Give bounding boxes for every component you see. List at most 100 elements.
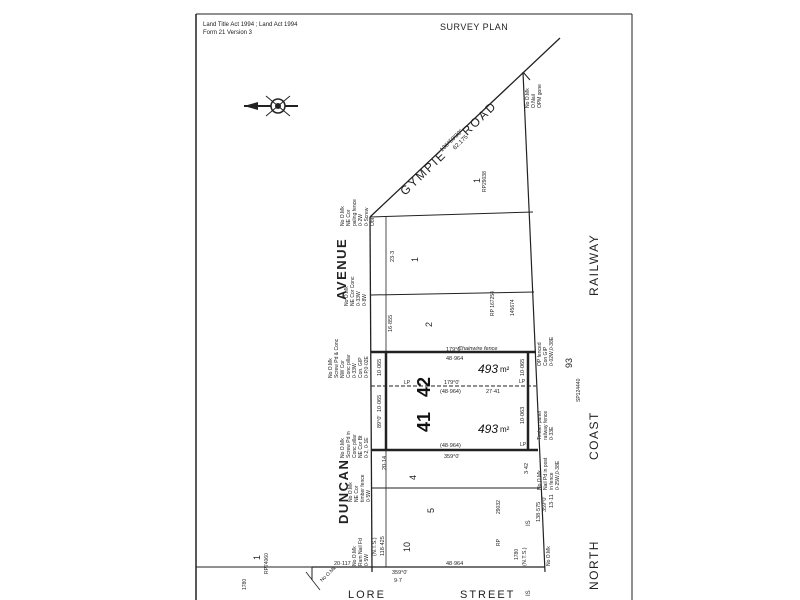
is-label-upper: IS (526, 520, 532, 526)
svg-text:Nail Pd in post: Nail Pd in post (543, 457, 549, 490)
dist-10065-b: 10·065 (377, 395, 383, 412)
railway-boundary (522, 71, 546, 573)
avenue-label: AVENUE (334, 238, 349, 300)
lot-1-left-number: 1 (252, 555, 262, 560)
north-arrow-icon (244, 95, 298, 117)
svg-text:0·33W: 0·33W (352, 363, 358, 378)
lot-93-number: 93 (564, 358, 574, 368)
svg-text:0·2W: 0·2W (358, 214, 364, 226)
dist-97: 9·7 (394, 578, 402, 584)
gympie-label: GYMPIE (397, 147, 449, 198)
svg-text:No O.Mk: No O.Mk (328, 358, 334, 378)
svg-text:NE Cor Conc: NE Cor Conc (350, 276, 356, 306)
svg-text:timber fence: timber fence (360, 474, 366, 502)
lore-label: LORE (348, 589, 386, 600)
lot-1-line (369, 211, 534, 218)
rp-29032: 29032 (496, 500, 502, 514)
svg-text:Screw Pd & Conc: Screw Pd & Conc (334, 338, 340, 378)
lot-1-rp: RP29038 (482, 171, 488, 192)
dist-nts: (N.T.S.) (372, 537, 378, 556)
svg-text:NE Cor Bt: NE Cor Bt (358, 435, 364, 458)
bearing-359-street: 359°0' (392, 570, 408, 576)
lot-41-area-unit: m² (500, 425, 510, 434)
rp-167254: RP 167254 (490, 291, 496, 316)
dist-20117: 20·117 (334, 561, 351, 567)
rp-label: RP (496, 538, 502, 546)
dist-10065-a: 10·065 (377, 359, 383, 376)
svg-text:0·8W: 0·8W (362, 294, 368, 306)
lot-2-number: 2 (424, 322, 434, 327)
note-lot5: No O.Mk NE Cor timber fence 0·5W (348, 474, 372, 502)
sp-124440: SP124440 (576, 378, 582, 402)
coast-label: COAST (587, 411, 601, 460)
svg-text:Conc pillar: Conc pillar (352, 434, 358, 458)
dist-48964-bot: (48·964) (440, 443, 461, 449)
svg-text:NE Cor: NE Cor (354, 485, 360, 502)
svg-text:Con GIP: Con GIP (543, 346, 549, 366)
act-line: Land Title Act 1994 ; Land Act 1994 (203, 22, 298, 28)
svg-text:0·2, 0·1E: 0·2, 0·1E (364, 437, 370, 458)
svg-text:0·33W: 0·33W (356, 291, 362, 306)
street-label: STREET (460, 589, 515, 600)
lot-42-number: 42 (414, 377, 434, 397)
lot-2-line (370, 291, 535, 296)
dist-2741: 27·41 (486, 389, 500, 395)
svg-text:0·P,0·02E: 0·P,0·02E (364, 355, 370, 378)
road-label: ROAD (459, 98, 499, 138)
lot-4-number: 4 (408, 475, 418, 480)
lot-1-number: 1 (410, 257, 420, 262)
svg-text:No O.Mk: No O.Mk (348, 482, 354, 502)
svg-text:0·5W: 0·5W (366, 490, 372, 502)
avenue-boundary (369, 216, 373, 573)
bearing-89: 89°0' (377, 416, 383, 428)
dist-10063-right: 10·063 (520, 407, 526, 424)
note-top-left: No O.Mk NE Cor paling fence 0·2W 0·Screw… (340, 199, 376, 226)
lot-1-top-number: 1 (472, 178, 482, 183)
dist-342: 3·42 (524, 463, 530, 474)
dist-10065-right: 10·065 (520, 359, 526, 376)
note-bottom-left: No O.Mk Ram Nail Fd 0·5W (352, 538, 370, 566)
lot-10-number: 10 (402, 542, 412, 552)
gympie-road-boundary (369, 37, 561, 218)
bearing-179-top: 179°0' (446, 347, 462, 353)
svg-text:Timber panel: Timber panel (537, 411, 543, 440)
svg-text:Obt: Obt (370, 217, 376, 226)
bearing-359b: 359°0' (542, 497, 548, 513)
svg-text:No O.Mk: No O.Mk (340, 438, 346, 458)
svg-text:railway fence: railway fence (543, 411, 549, 440)
note-right-fence: OP fenced Con GIP 0·02W,0·38E (537, 336, 555, 366)
dist-233: 23·3 (390, 251, 396, 262)
bearing-359-lot: 359°0' (444, 454, 460, 460)
dist-48964-top: 48·964 (446, 356, 463, 362)
svg-text:Conc pillar: Conc pillar (346, 354, 352, 378)
left-diag-line (305, 571, 321, 591)
svg-text:0·02W,0·38E: 0·02W,0·38E (549, 336, 555, 366)
svg-text:0·5W: 0·5W (364, 554, 370, 566)
note-no-omk-left: No O.Mk (319, 565, 338, 583)
svg-text:OP fenced: OP fenced (537, 342, 543, 366)
svg-text:0·33E: 0·33E (549, 426, 555, 440)
duncan-label: DUNCAN (336, 459, 351, 524)
lp-marker-1: LP (519, 379, 526, 385)
lp-marker-3: LP (520, 442, 527, 448)
form-line: Form 21 Version 3 (203, 30, 253, 36)
dist-48964-street: 48·964 (446, 561, 463, 567)
svg-text:No O.Mk: No O.Mk (344, 286, 350, 306)
dist-138575: 138·575 (536, 502, 542, 522)
note-timber-fence: Timber panel railway fence 0·33E (537, 411, 555, 440)
lot-42-area: 493 (478, 362, 498, 376)
svg-text:Ram Nail Fd: Ram Nail Fd (358, 538, 364, 566)
railway-corner (522, 71, 531, 81)
note-screw-pillar: No O.Mk Screw Pd & Conc NW Cor Conc pill… (328, 338, 370, 378)
lot-42-area-unit: m² (500, 365, 510, 374)
rp-1780-left: 1780 (242, 579, 248, 590)
note-nail-post: No O.Mk Nail Pd in post in fence 0·25W,0… (537, 457, 561, 490)
svg-text:No O.Mk: No O.Mk (537, 470, 543, 490)
svg-text:in fence: in fence (549, 472, 555, 490)
svg-text:No O.Mk: No O.Mk (352, 546, 358, 566)
dist-18425: 118·425 (380, 536, 386, 556)
railway-label: RAILWAY (587, 234, 601, 296)
svg-text:paling fence: paling fence (352, 199, 358, 226)
plan-title: SURVEY PLAN (440, 22, 508, 32)
